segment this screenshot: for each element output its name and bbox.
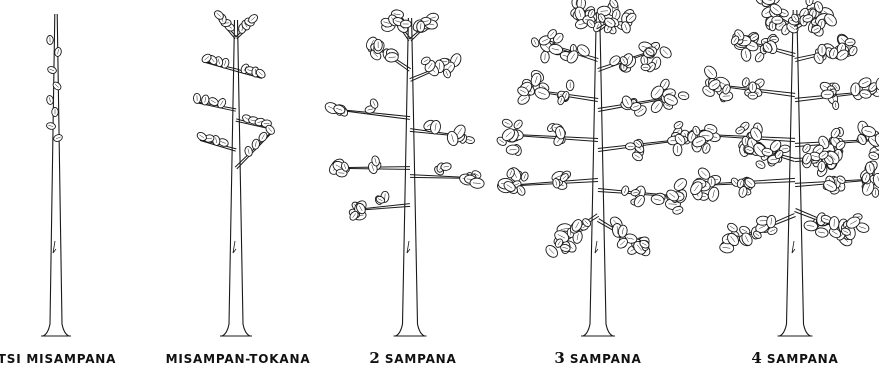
caption-4-sampana: 4 SAMPANA bbox=[751, 349, 838, 367]
caption-tsi-misampana: TSI MISAMPANA bbox=[0, 349, 116, 367]
tree-illustrations bbox=[0, 0, 879, 340]
caption-3-sampana: 3 SAMPANA bbox=[554, 349, 641, 367]
tree-tsi-misampana bbox=[41, 14, 71, 336]
tree-2-sampana bbox=[323, 9, 484, 336]
caption-misampan-tokana: MISAMPAN-TOKANA bbox=[166, 349, 311, 367]
tree-misampan-tokana bbox=[193, 9, 276, 336]
tree-3-sampana bbox=[496, 0, 697, 336]
tree-4-sampana bbox=[686, 0, 879, 336]
caption-2-sampana: 2 SAMPANA bbox=[369, 349, 456, 367]
